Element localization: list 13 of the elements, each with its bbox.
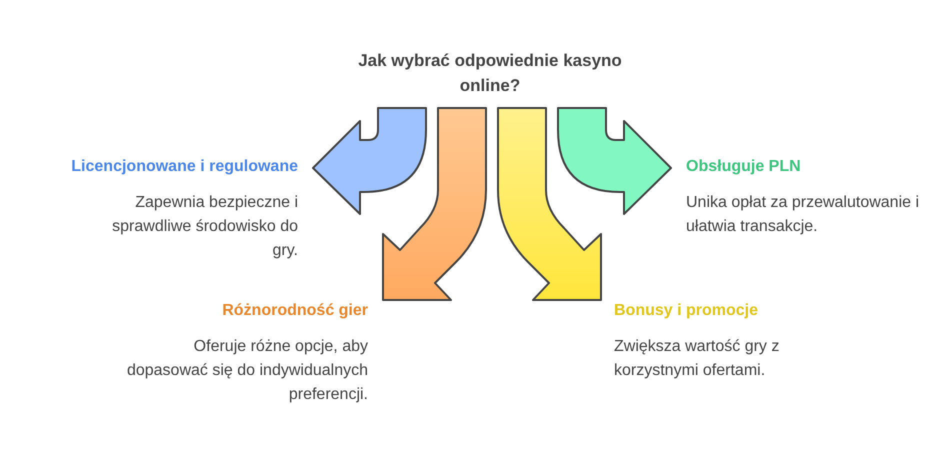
description: Oferuje różne opcje, aby dopasować się do indywidualnych preferencji. [126, 337, 368, 405]
heading: Licencjonowane i regulowane [70, 157, 298, 177]
heading: Bonusy i promocje [614, 301, 760, 321]
curved-arrow-shape [497, 107, 602, 301]
curved-arrow-shape [382, 107, 487, 301]
curved-arrow-shape [312, 107, 427, 215]
heading: Różnorodność gier [221, 301, 368, 321]
description: Unika opłat za przewalutowanie i ułatwia transakcje. [686, 193, 920, 237]
heading: Obsługuje PLN [686, 157, 802, 177]
description: Zwiększa wartość gry z korzystnymi ofertami. [614, 337, 780, 381]
title: Jak wybrać odpowiednie kasyno online? [357, 50, 623, 97]
curved-arrow-shape [557, 107, 672, 215]
description: Zapewnia bezpieczne i sprawdliwe środowisko do gry. [111, 193, 298, 261]
